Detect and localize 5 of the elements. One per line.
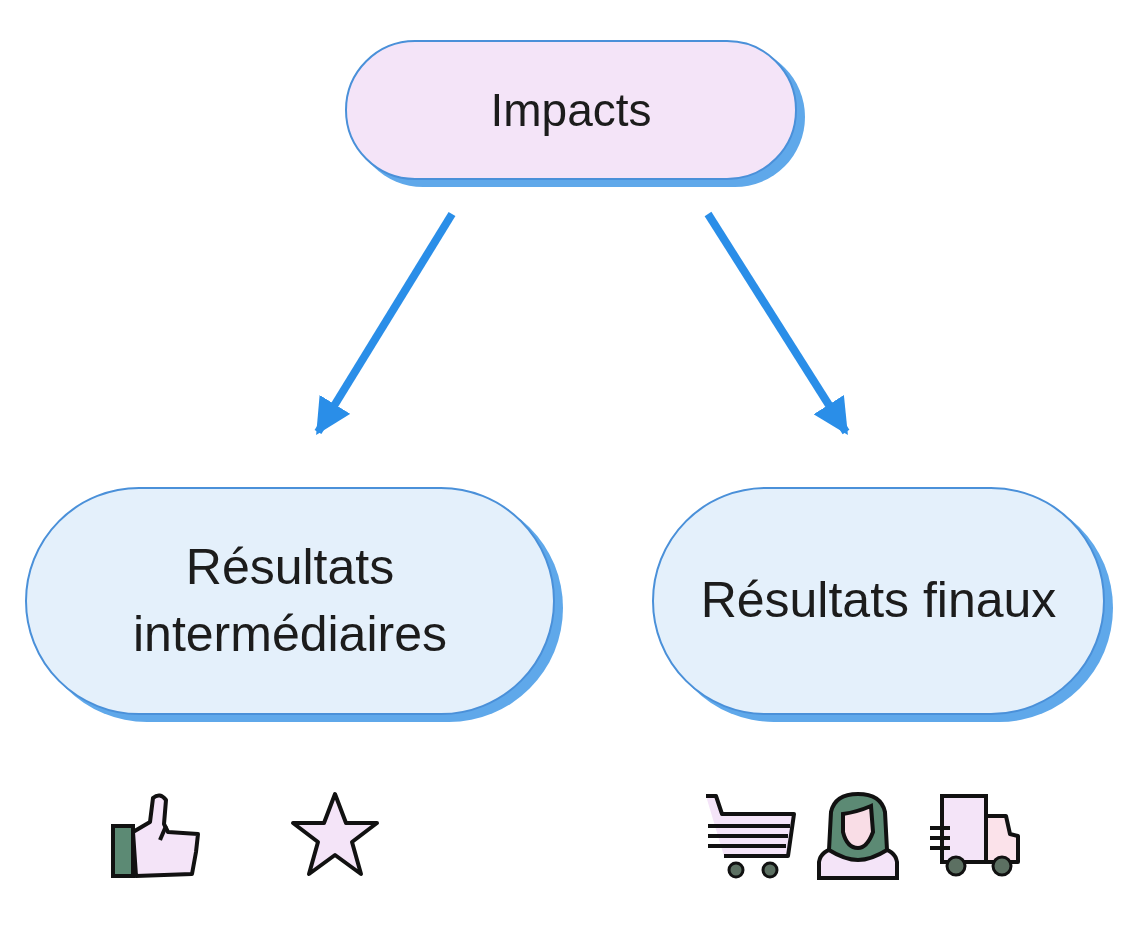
node-label: Résultats finaux <box>700 571 1057 631</box>
node-label: Résultats intermédiaires <box>132 537 448 664</box>
arrow <box>704 211 850 436</box>
arrow <box>314 211 456 436</box>
node-label: Impacts <box>490 82 652 138</box>
